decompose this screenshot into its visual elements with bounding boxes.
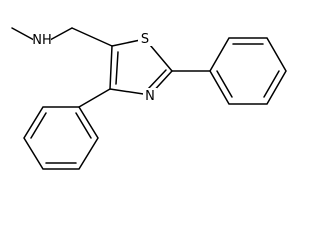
phenyl-left-double-3 <box>75 112 92 139</box>
phenyl-left-outer <box>23 106 99 170</box>
bond-c2-n3-double <box>147 69 167 90</box>
phenyl-ring-left <box>23 88 111 170</box>
bond-c4-c5 <box>109 45 113 90</box>
bond-c4-phenyl <box>78 88 111 108</box>
phenyl-right-double-3 <box>216 70 233 98</box>
bond-c4-c5-double <box>115 51 119 85</box>
thiazole-ring <box>109 38 173 96</box>
bond-methyl-n <box>11 27 35 41</box>
sulfur-label: S <box>141 32 149 47</box>
bond-ch2-c5 <box>71 27 113 47</box>
nitrogen-label: N <box>145 89 155 104</box>
phenyl-right-outer <box>209 37 287 105</box>
bond-n-ch2 <box>49 27 73 41</box>
methylaminomethyl-group <box>11 27 113 47</box>
nh-label: NH <box>32 33 52 48</box>
molecule-structure-diagram: NH S N <box>11 27 287 170</box>
phenyl-right-double-2 <box>263 70 280 98</box>
atom-labels: NH S N <box>32 30 157 104</box>
phenyl-left-double-1 <box>30 112 47 139</box>
phenyl-ring-right <box>171 37 287 105</box>
